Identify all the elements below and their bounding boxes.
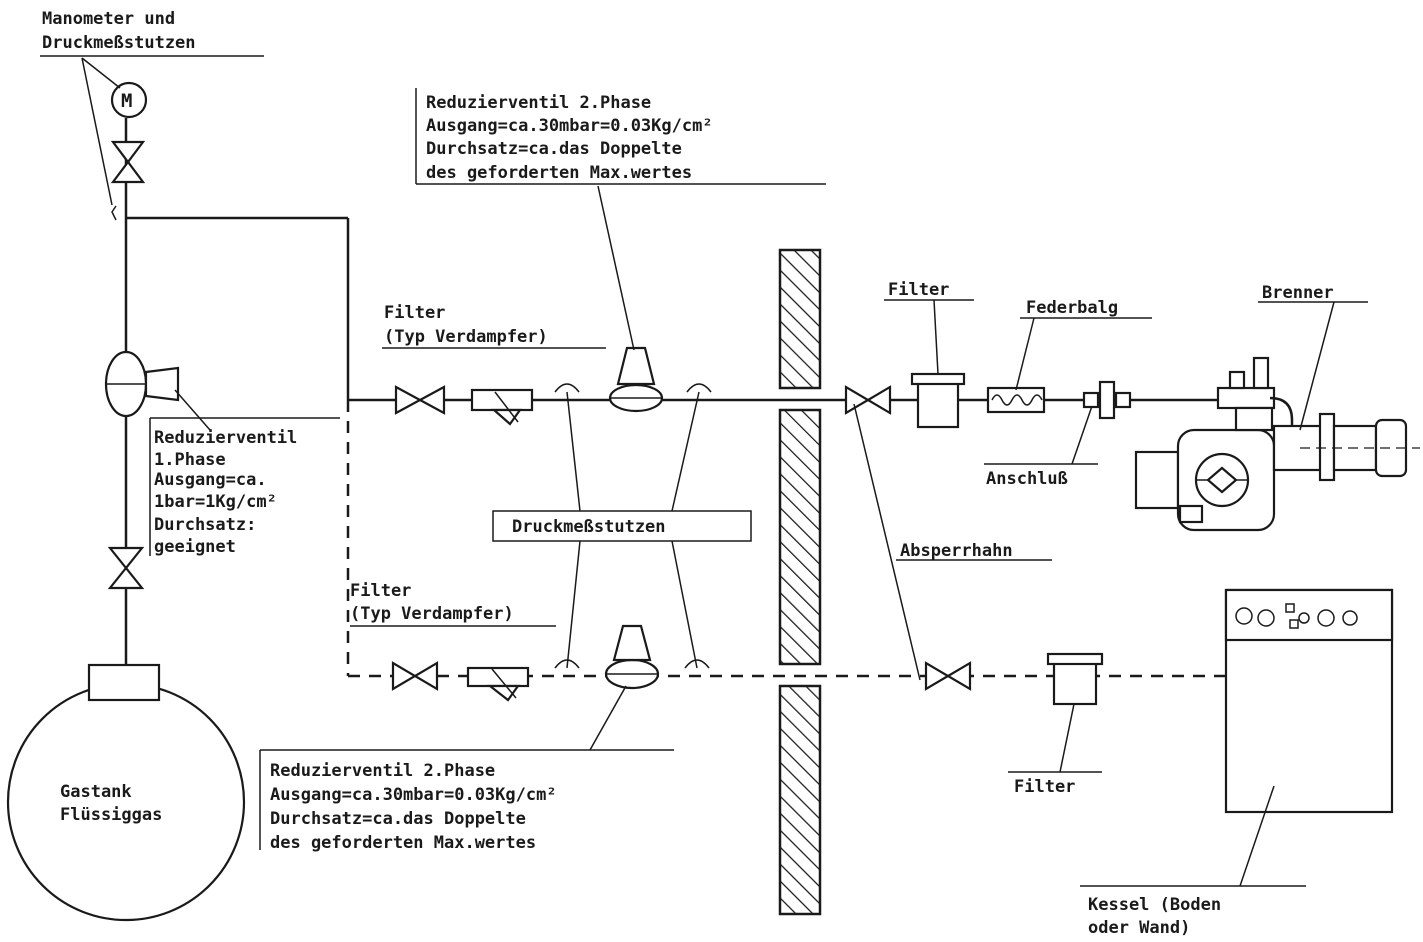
- manometer-leaders: [81, 57, 121, 206]
- first-stage-reducer-icon: [104, 350, 211, 431]
- lower-ball-valve-icon: [391, 661, 439, 691]
- reducer-2-bottom-line1: Reduzierventil 2.Phase: [270, 761, 495, 781]
- upper-pressure-nozzle-2-icon: [686, 383, 712, 393]
- boiler-icon: [1224, 588, 1394, 814]
- wall: [778, 248, 822, 916]
- reducer-2-top-line2: Ausgang=ca.30mbar=0.03Kg/cm²: [426, 116, 713, 136]
- manometer-symbol: M: [121, 90, 132, 112]
- filter-right-label: Filter: [888, 280, 949, 300]
- lower-pressure-nozzle-1-icon: [554, 659, 580, 669]
- lower-right-filter-icon: [1046, 652, 1104, 706]
- filter-top-label-line1: Filter: [384, 303, 445, 323]
- lower-pressure-nozzle-2-icon: [684, 659, 710, 669]
- leader-lines: [40, 55, 1368, 887]
- reducer-2-bottom-line2: Ausgang=ca.30mbar=0.03Kg/cm²: [270, 785, 557, 805]
- filter-top-label-line2: (Typ Verdampfer): [384, 327, 548, 347]
- gas-tank: [6, 663, 246, 922]
- reducer-1-line2: 1.Phase: [154, 450, 226, 470]
- burner-label: Brenner: [1262, 283, 1334, 303]
- upper-shutoff-valve-icon: [844, 385, 892, 415]
- upper-pressure-nozzle-1-icon: [554, 383, 580, 393]
- reducer-1-line3: Ausgang=ca.: [154, 470, 267, 490]
- gastank-label-line2: Flüssiggas: [60, 805, 162, 825]
- right-filter-icon: [910, 372, 966, 429]
- lower-shutoff-valve-icon: [924, 661, 972, 691]
- reducer-2-top-line1: Reduzierventil 2.Phase: [426, 93, 651, 113]
- manometer-label-line1: Manometer und: [42, 9, 175, 29]
- reducer-1-line4: 1bar=1Kg/cm²: [154, 492, 277, 512]
- reducer-2-bottom-line3: Durchsatz=ca.das Doppelte: [270, 809, 526, 829]
- reducer-2-top-line4: des geforderten Max.wertes: [426, 163, 692, 183]
- measuring-nozzle-icon: [111, 205, 117, 221]
- reducer-1-line1: Reduzierventil: [154, 428, 297, 448]
- boiler-label-line2: oder Wand): [1088, 918, 1190, 938]
- filter-lower-right-label: Filter: [1014, 777, 1075, 797]
- tank-valve-icon: [107, 546, 145, 590]
- pressure-nozzle-label: Druckmeßstutzen: [512, 517, 666, 537]
- gastank-label-line1: Gastank: [60, 782, 132, 802]
- upper-ball-valve-icon: [394, 385, 446, 415]
- reducer-2-top-line3: Durchsatz=ca.das Doppelte: [426, 139, 682, 159]
- reducer-2-bottom-line4: des geforderten Max.wertes: [270, 833, 536, 853]
- upper-second-stage-reducer-icon: [608, 346, 664, 413]
- reducer-1-line5: Durchsatz:: [154, 515, 256, 535]
- lower-filter-icon: [466, 666, 530, 702]
- shutoff-valve-label: Absperrhahn: [900, 541, 1013, 561]
- upper-filter-icon: [470, 388, 534, 426]
- connection-flange-icon: [1082, 380, 1162, 420]
- connection-label: Anschluß: [986, 469, 1068, 489]
- vertical-supply-line: [124, 118, 395, 678]
- filter-bottom-label-line2: (Typ Verdampfer): [350, 604, 514, 624]
- reducer-1-line6: geeignet: [154, 537, 236, 557]
- manometer-valve-icon: [110, 140, 146, 184]
- bellows-label: Federbalg: [1026, 298, 1118, 318]
- burner-icon: [1134, 356, 1420, 532]
- boiler-label-line1: Kessel (Boden: [1088, 895, 1221, 915]
- manometer-gauge: [110, 81, 148, 119]
- bellows-icon: [986, 386, 1046, 414]
- lower-second-stage-reducer-icon: [604, 624, 660, 690]
- filter-bottom-label-line1: Filter: [350, 581, 411, 601]
- manometer-label-line2: Druckmeßstutzen: [42, 33, 196, 53]
